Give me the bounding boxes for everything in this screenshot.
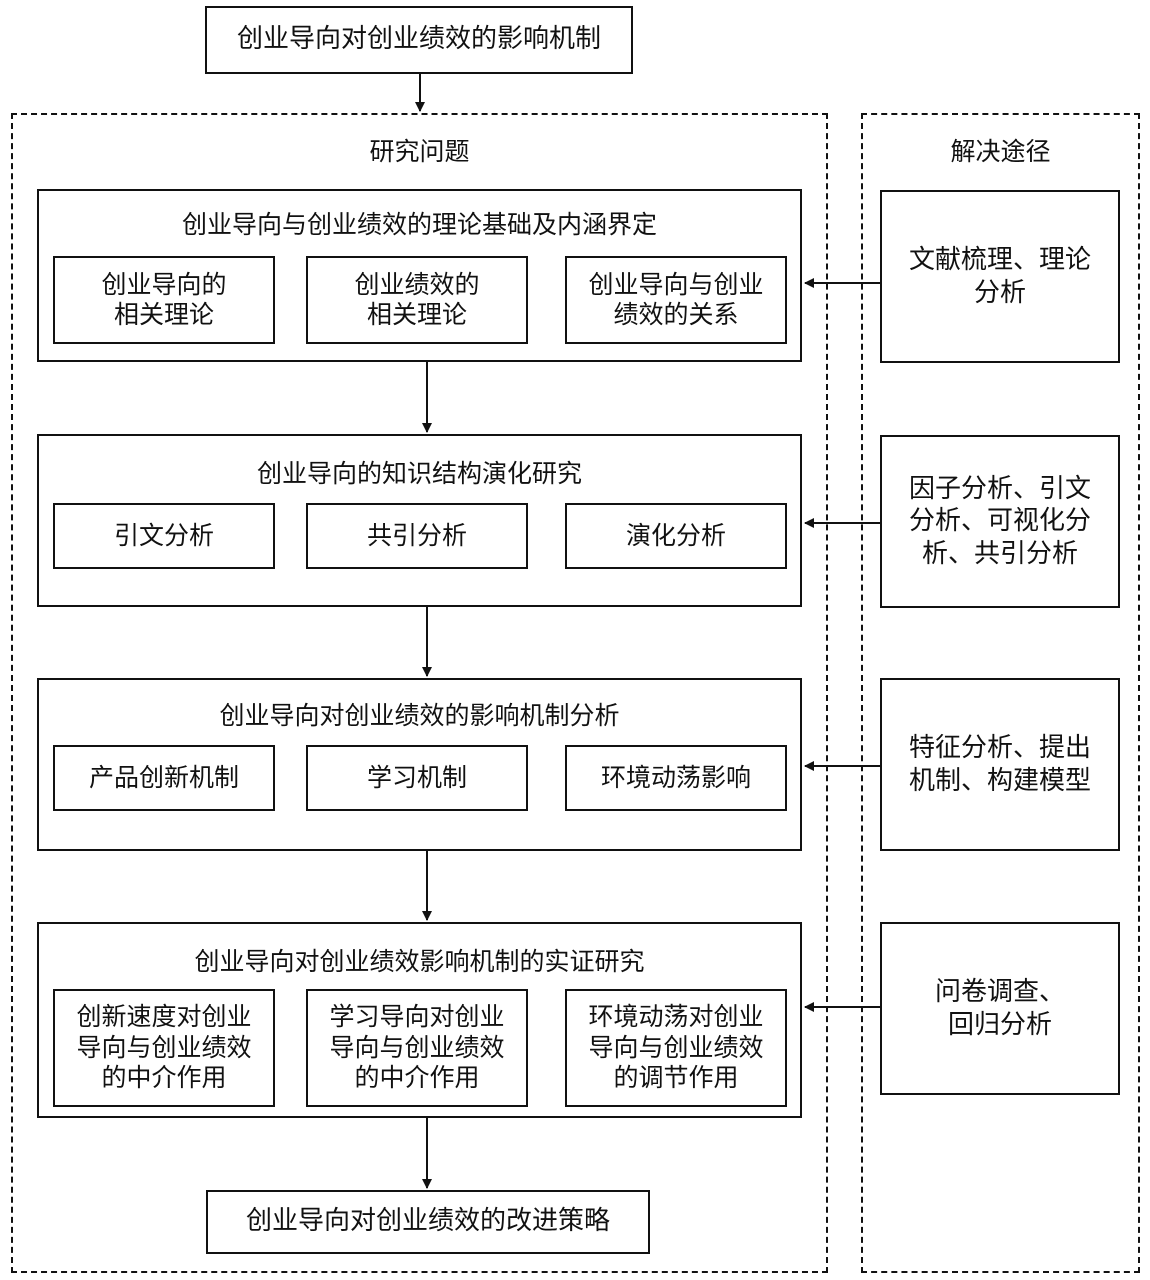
sub-box-eo-theory: 创业导向的 相关理论 bbox=[53, 256, 275, 344]
sub-box-ep-theory: 创业绩效的 相关理论 bbox=[306, 256, 528, 344]
method-box-factor-citation-analysis: 因子分析、引文 分析、可视化分 析、共引分析 bbox=[880, 435, 1120, 608]
section-title: 创业导向对创业绩效影响机制的实证研究 bbox=[194, 947, 645, 976]
section-title: 创业导向与创业绩效的理论基础及内涵界定 bbox=[181, 210, 657, 239]
solution-approaches-panel bbox=[861, 113, 1140, 1273]
method-box-literature-review: 文献梳理、理论 分析 bbox=[880, 190, 1120, 363]
sub-box-learning-orientation-mediation: 学习导向对创业 导向与创业绩效 的中介作用 bbox=[306, 989, 528, 1107]
research-problems-panel bbox=[11, 113, 828, 1273]
solution-approaches-title: 解决途径 bbox=[950, 137, 1051, 166]
top-mechanism-box: 创业导向对创业绩效的影响机制 bbox=[205, 6, 633, 74]
sub-box-citation-analysis: 引文分析 bbox=[53, 503, 275, 569]
sub-box-evolution-analysis: 演化分析 bbox=[565, 503, 787, 569]
sub-box-cocitation-analysis: 共引分析 bbox=[306, 503, 528, 569]
section-title: 创业导向的知识结构演化研究 bbox=[256, 459, 582, 488]
method-box-survey-regression: 问卷调查、 回归分析 bbox=[880, 922, 1120, 1095]
sub-box-turbulence-moderation: 环境动荡对创业 导向与创业绩效 的调节作用 bbox=[565, 989, 787, 1107]
sub-box-product-innovation: 产品创新机制 bbox=[53, 745, 275, 811]
bottom-strategy-box: 创业导向对创业绩效的改进策略 bbox=[206, 1190, 650, 1254]
sub-box-innovation-speed-mediation: 创新速度对创业 导向与创业绩效 的中介作用 bbox=[53, 989, 275, 1107]
research-problems-title: 研究问题 bbox=[369, 137, 470, 166]
sub-box-environment-turbulence: 环境动荡影响 bbox=[565, 745, 787, 811]
method-box-feature-model: 特征分析、提出 机制、构建模型 bbox=[880, 678, 1120, 851]
sub-box-learning-mechanism: 学习机制 bbox=[306, 745, 528, 811]
sub-box-eo-ep-relation: 创业导向与创业 绩效的关系 bbox=[565, 256, 787, 344]
section-title: 创业导向对创业绩效的影响机制分析 bbox=[219, 701, 620, 730]
